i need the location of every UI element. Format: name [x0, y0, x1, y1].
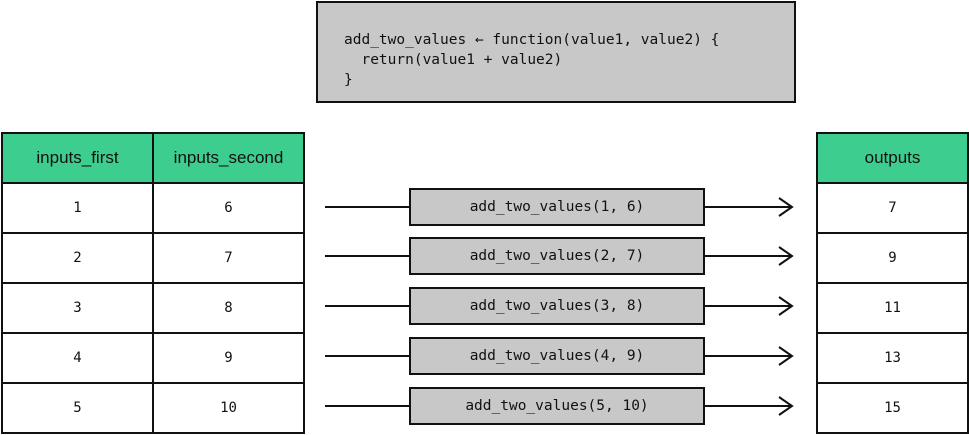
- code-line: return(value1 + value2): [344, 52, 563, 68]
- arrow-row-5: [325, 396, 794, 416]
- arrowhead-icon: [778, 197, 794, 217]
- table-row: 13: [816, 332, 969, 384]
- function-call-box: add_two_values(1, 6): [409, 188, 705, 226]
- function-call-box: add_two_values(4, 9): [409, 337, 705, 375]
- function-call-box: add_two_values(2, 7): [409, 237, 705, 275]
- cell-inputs-first: 4: [1, 332, 154, 384]
- function-call-box: add_two_values(3, 8): [409, 287, 705, 325]
- table-row: 9: [816, 232, 969, 284]
- code-line: }: [344, 72, 353, 88]
- table-row: 3 8: [1, 282, 305, 334]
- cell-inputs-first: 5: [1, 382, 154, 434]
- function-call-box: add_two_values(5, 10): [409, 387, 705, 425]
- arrow-row-3: [325, 296, 794, 316]
- cell-inputs-first: 2: [1, 232, 154, 284]
- arrowhead-icon: [778, 246, 794, 266]
- outputs-table: outputs 7 9 11 13 15: [816, 132, 969, 434]
- outputs-header-row: outputs: [816, 132, 969, 184]
- cell-output: 7: [816, 182, 969, 234]
- cell-output: 11: [816, 282, 969, 334]
- arrowhead-icon: [778, 396, 794, 416]
- function-code: add_two_values ← function(value1, value2…: [344, 30, 719, 90]
- cell-inputs-first: 3: [1, 282, 154, 334]
- arrowhead-icon: [778, 296, 794, 316]
- inputs-table: inputs_first inputs_second 1 6 2 7 3 8 4…: [1, 132, 305, 434]
- cell-inputs-second: 9: [152, 332, 305, 384]
- header-inputs-second: inputs_second: [152, 132, 305, 184]
- cell-inputs-second: 8: [152, 282, 305, 334]
- cell-inputs-second: 7: [152, 232, 305, 284]
- header-inputs-first: inputs_first: [1, 132, 154, 184]
- table-row: 5 10: [1, 382, 305, 434]
- table-row: 15: [816, 382, 969, 434]
- cell-output: 9: [816, 232, 969, 284]
- cell-inputs-second: 6: [152, 182, 305, 234]
- table-row: 1 6: [1, 182, 305, 234]
- cell-inputs-first: 1: [1, 182, 154, 234]
- table-row: 7: [816, 182, 969, 234]
- header-outputs: outputs: [816, 132, 969, 184]
- arrow-row-4: [325, 346, 794, 366]
- cell-inputs-second: 10: [152, 382, 305, 434]
- table-row: 11: [816, 282, 969, 334]
- table-row: 2 7: [1, 232, 305, 284]
- function-definition-box: add_two_values ← function(value1, value2…: [316, 1, 796, 103]
- cell-output: 13: [816, 332, 969, 384]
- arrow-row-2: [325, 246, 794, 266]
- inputs-header-row: inputs_first inputs_second: [1, 132, 305, 184]
- cell-output: 15: [816, 382, 969, 434]
- table-row: 4 9: [1, 332, 305, 384]
- code-line: add_two_values ← function(value1, value2…: [344, 32, 720, 48]
- arrowhead-icon: [778, 346, 794, 366]
- arrow-row-1: [325, 197, 794, 217]
